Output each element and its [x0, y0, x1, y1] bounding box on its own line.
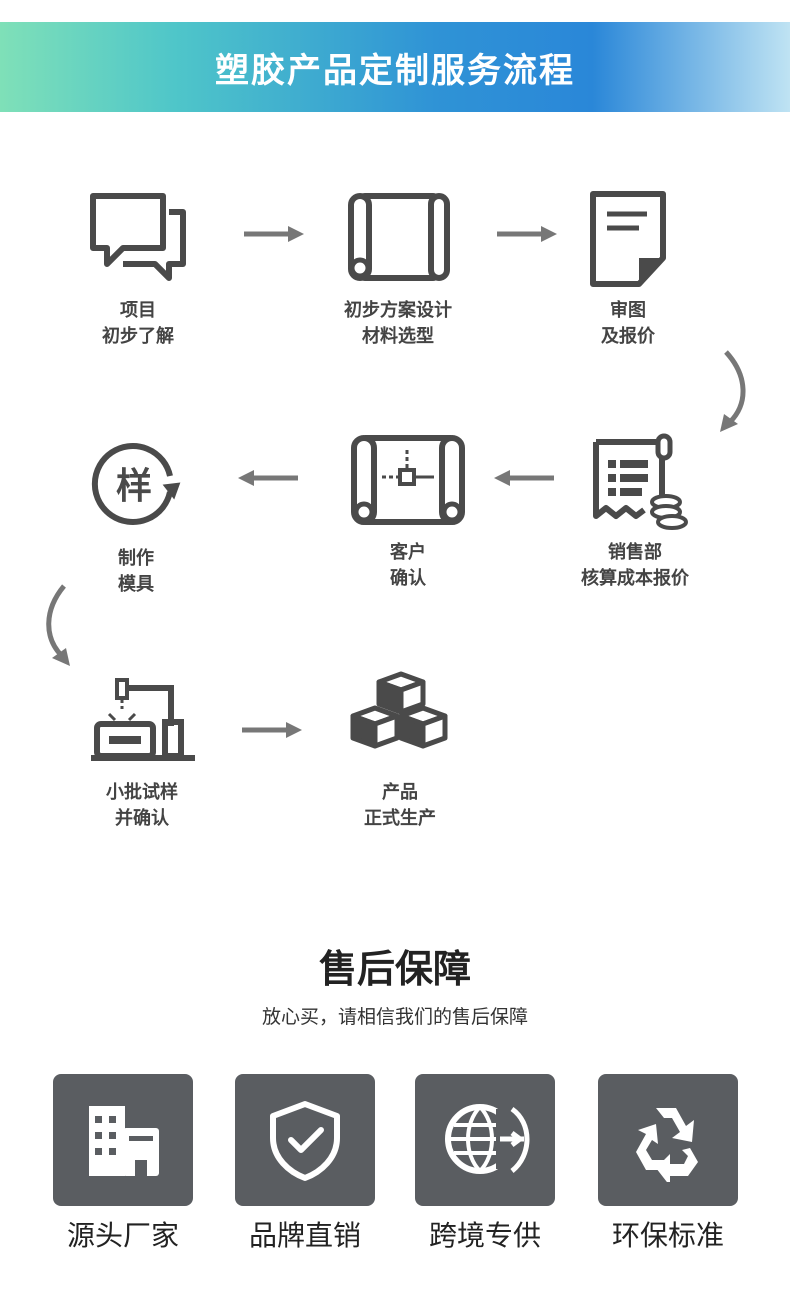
step-label-line1: 销售部: [608, 542, 662, 563]
step-label-line2: 材料选型: [362, 326, 434, 347]
step-label-line1: 产品: [382, 782, 418, 803]
globe-plane-icon: [445, 1104, 530, 1174]
arrow-right-icon: [497, 226, 557, 242]
shield-check-icon: [270, 1101, 340, 1181]
card-eco-standard: [598, 1074, 738, 1206]
arrow-right-icon: [244, 226, 304, 242]
after-sales-subtitle: 放心买，请相信我们的售后保障: [261, 1006, 528, 1028]
step-label-line1: 初步方案设计: [344, 300, 452, 321]
step-small-batch: 小批试样并确认: [52, 670, 232, 832]
card-source-factory: [53, 1074, 193, 1206]
receipt-coins-icon: [593, 433, 688, 530]
banner-title: 塑胶产品定制服务流程: [215, 50, 575, 91]
arrow-left-icon: [238, 470, 298, 486]
recycle-icon: [636, 1108, 698, 1182]
arrow-left-icon: [494, 470, 554, 486]
step-label-line2: 初步了解: [102, 326, 174, 347]
card-cross-border: [415, 1074, 555, 1206]
boxes-icon: [350, 671, 448, 749]
step-label-line1: 制作: [118, 548, 154, 569]
step-label-line2: 正式生产: [364, 808, 436, 829]
card-brand-direct: [235, 1074, 375, 1206]
step-label-line2: 模具: [118, 574, 154, 595]
step-label-line1: 客户: [390, 542, 426, 563]
after-sales-title: 售后保障: [318, 947, 471, 991]
step-label-line2: 及报价: [601, 326, 655, 347]
card-label: 跨境专供: [428, 1219, 541, 1252]
step-label-line1: 审图: [610, 300, 646, 321]
arrow-curve-down-icon: [720, 350, 746, 432]
step-project-understanding: 项目初步了解: [48, 188, 228, 350]
arrow-right-icon: [242, 722, 302, 738]
step-initial-design: 初步方案设计材料选型: [308, 188, 488, 350]
chat-icon: [90, 193, 186, 281]
blueprint-icon: [351, 435, 465, 525]
robot-arm-icon: [91, 678, 195, 761]
step-label-line2: 核算成本报价: [581, 568, 689, 589]
sample-cycle-icon: 样: [91, 443, 181, 525]
factory-building-icon: [89, 1106, 159, 1176]
card-label: 品牌直销: [248, 1219, 361, 1252]
step-customer-confirm: 客户确认: [318, 430, 498, 592]
step-sales-costing: 销售部核算成本报价: [545, 430, 725, 592]
step-mass-production: 产品正式生产: [310, 670, 490, 832]
card-label: 环保标准: [611, 1219, 724, 1252]
title-banner: 塑胶产品定制服务流程: [0, 22, 790, 112]
step-review-quote: 审图及报价: [538, 188, 718, 350]
card-label: 源头厂家: [66, 1219, 179, 1252]
step-make-mold: 样 制作模具: [46, 436, 226, 598]
arrow-curve-down-icon: [46, 584, 70, 666]
scroll-icon: [348, 193, 450, 281]
step-label-line1: 项目: [120, 300, 156, 321]
step-label-line1: 小批试样: [106, 782, 178, 803]
step-label-line2: 并确认: [115, 808, 169, 829]
document-icon: [590, 191, 666, 287]
sample-badge: 样: [116, 466, 152, 507]
step-label-line2: 确认: [390, 568, 426, 589]
